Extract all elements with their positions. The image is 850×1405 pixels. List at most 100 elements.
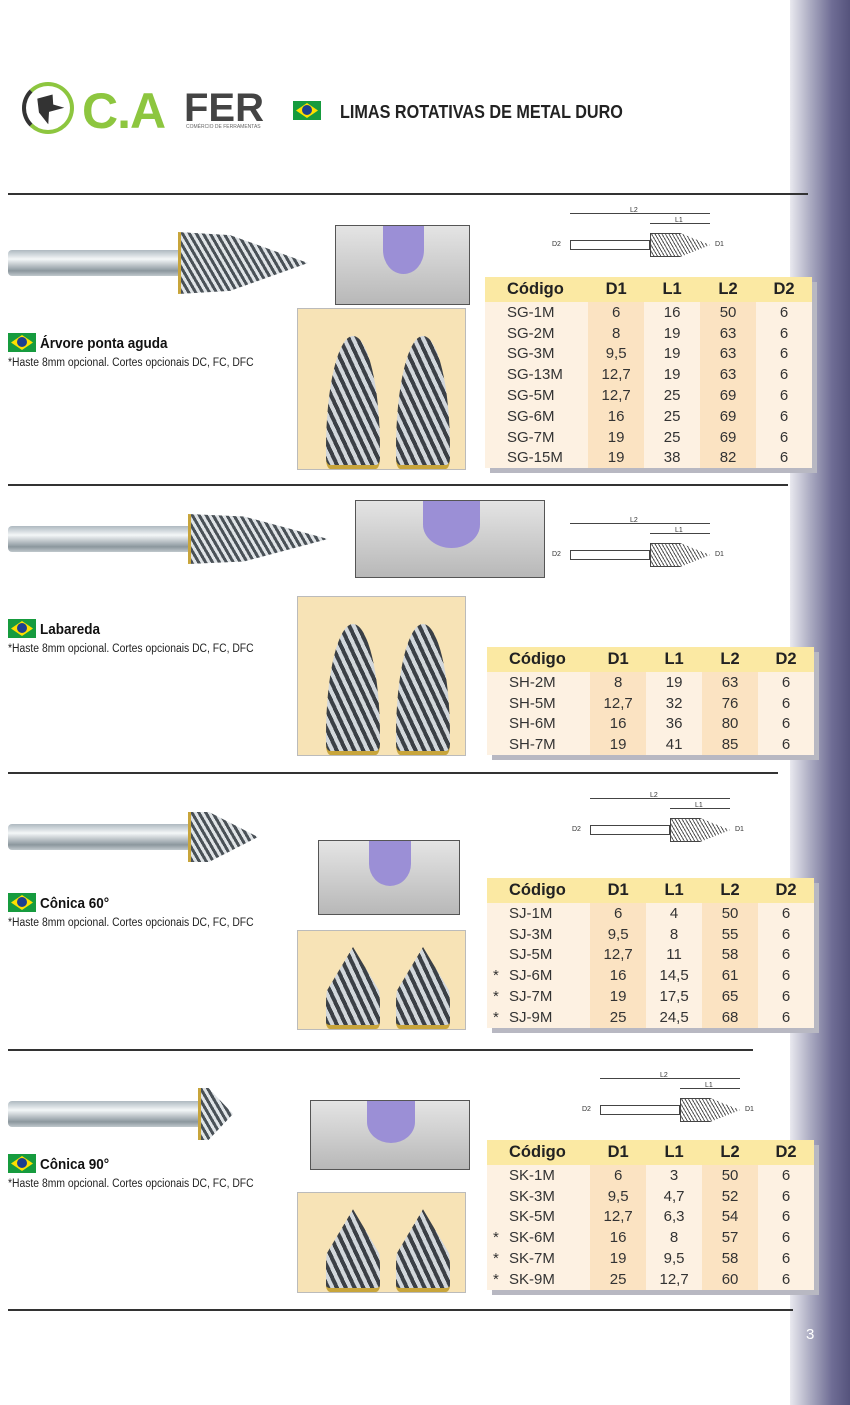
- table-cell: 6: [779, 407, 789, 425]
- table-cell: 19: [590, 986, 647, 1007]
- dim-line: [670, 808, 730, 809]
- table-cell: 76: [702, 692, 759, 714]
- table-cell: SG-15M: [507, 449, 563, 467]
- table-cell: 17,5: [659, 988, 689, 1006]
- table-cell: 52: [702, 1185, 759, 1207]
- table-cell: 38: [663, 449, 681, 467]
- table-cell: 9,5: [588, 343, 645, 365]
- dim-line: [650, 533, 710, 534]
- table-cell: SH-7M: [509, 736, 556, 754]
- table-cell: 63: [700, 322, 757, 344]
- drawing-head: [650, 543, 710, 567]
- table-cell: 9,5: [663, 1250, 685, 1268]
- column-header: D1: [607, 1143, 629, 1161]
- product-photo: [297, 930, 466, 1030]
- table-cell: 4: [669, 904, 679, 922]
- table-cell: 6: [781, 904, 791, 922]
- tool-head: [178, 232, 308, 294]
- burr-photo: [396, 336, 450, 469]
- table-cell: 6: [779, 366, 789, 384]
- tool-head: [188, 514, 328, 564]
- column-header: D1: [607, 650, 629, 668]
- dim-label-l1: L1: [675, 217, 683, 224]
- table-cell: 6: [781, 1008, 791, 1026]
- table-cell: 9,5: [590, 923, 647, 945]
- table-cell: SJ-7M: [509, 988, 553, 1006]
- table-cell: 9,5: [590, 1185, 647, 1207]
- burr-photo: [326, 947, 380, 1029]
- table-cell: 8: [669, 1229, 679, 1247]
- product-name: Cônica 90°: [40, 1156, 110, 1173]
- column-header: D1: [605, 280, 627, 298]
- table-cell: 16: [663, 303, 681, 321]
- burr-tool-image: [8, 812, 263, 862]
- table-cell: SG-7M: [507, 428, 555, 446]
- optional-marker: *: [493, 1270, 499, 1288]
- dim-label-l2: L2: [630, 517, 638, 524]
- table-cell: 85: [702, 734, 759, 756]
- table-cell: 63: [702, 672, 759, 693]
- table-cell: 25: [663, 428, 681, 446]
- brazil-flag-icon: [8, 1154, 36, 1173]
- divider: [8, 484, 788, 486]
- table-cell: 41: [665, 736, 683, 754]
- table-cell: 6: [590, 903, 647, 924]
- usage-diagram: [335, 225, 470, 305]
- table-cell: SG-6M: [507, 407, 555, 425]
- table-cell: 3: [669, 1166, 679, 1184]
- dim-label-l2: L2: [630, 207, 638, 214]
- table-cell: 6: [779, 324, 789, 342]
- tool-shaft: [8, 1101, 203, 1127]
- table-cell: SJ-5M: [509, 946, 553, 964]
- table-cell: 6: [779, 449, 789, 467]
- column-header: L1: [664, 650, 684, 668]
- table-cell: 24,5: [659, 1008, 689, 1026]
- table-cell: 6: [781, 988, 791, 1006]
- product-photo: [297, 596, 466, 756]
- table-cell: 6: [781, 925, 791, 943]
- column-header: L2: [718, 280, 738, 298]
- table-cell: SG-5M: [507, 387, 555, 405]
- tool-head: [188, 812, 258, 862]
- table-cell: 6: [781, 1270, 791, 1288]
- brazil-flag-icon: [293, 101, 321, 120]
- divider: [8, 1309, 793, 1311]
- table-cell: 19: [588, 426, 645, 448]
- table-cell: 19: [663, 366, 681, 384]
- cut-groove: [367, 1101, 415, 1143]
- table-cell: 32: [665, 694, 683, 712]
- table-cell: SK-5M: [509, 1208, 555, 1226]
- table-cell: SG-3M: [507, 345, 555, 363]
- table-cell: 6: [781, 1250, 791, 1268]
- product-photo: [297, 308, 466, 470]
- table-cell: 6: [779, 387, 789, 405]
- table-cell: 6: [781, 946, 791, 964]
- table-cell: 8: [590, 672, 647, 693]
- table-cell: 60: [702, 1268, 759, 1290]
- product-name: Labareda: [40, 621, 101, 638]
- table-cell: 68: [702, 1006, 759, 1028]
- dim-label-l1: L1: [675, 527, 683, 534]
- table-cell: SJ-1M: [509, 904, 553, 922]
- table-cell: 6: [781, 694, 791, 712]
- tool-shaft: [8, 250, 183, 276]
- table-cell: 58: [702, 1248, 759, 1269]
- table-cell: 6: [779, 303, 789, 321]
- table-cell: SG-2M: [507, 324, 555, 342]
- table-cell: 6,3: [663, 1208, 685, 1226]
- table-cell: SK-1M: [509, 1166, 555, 1184]
